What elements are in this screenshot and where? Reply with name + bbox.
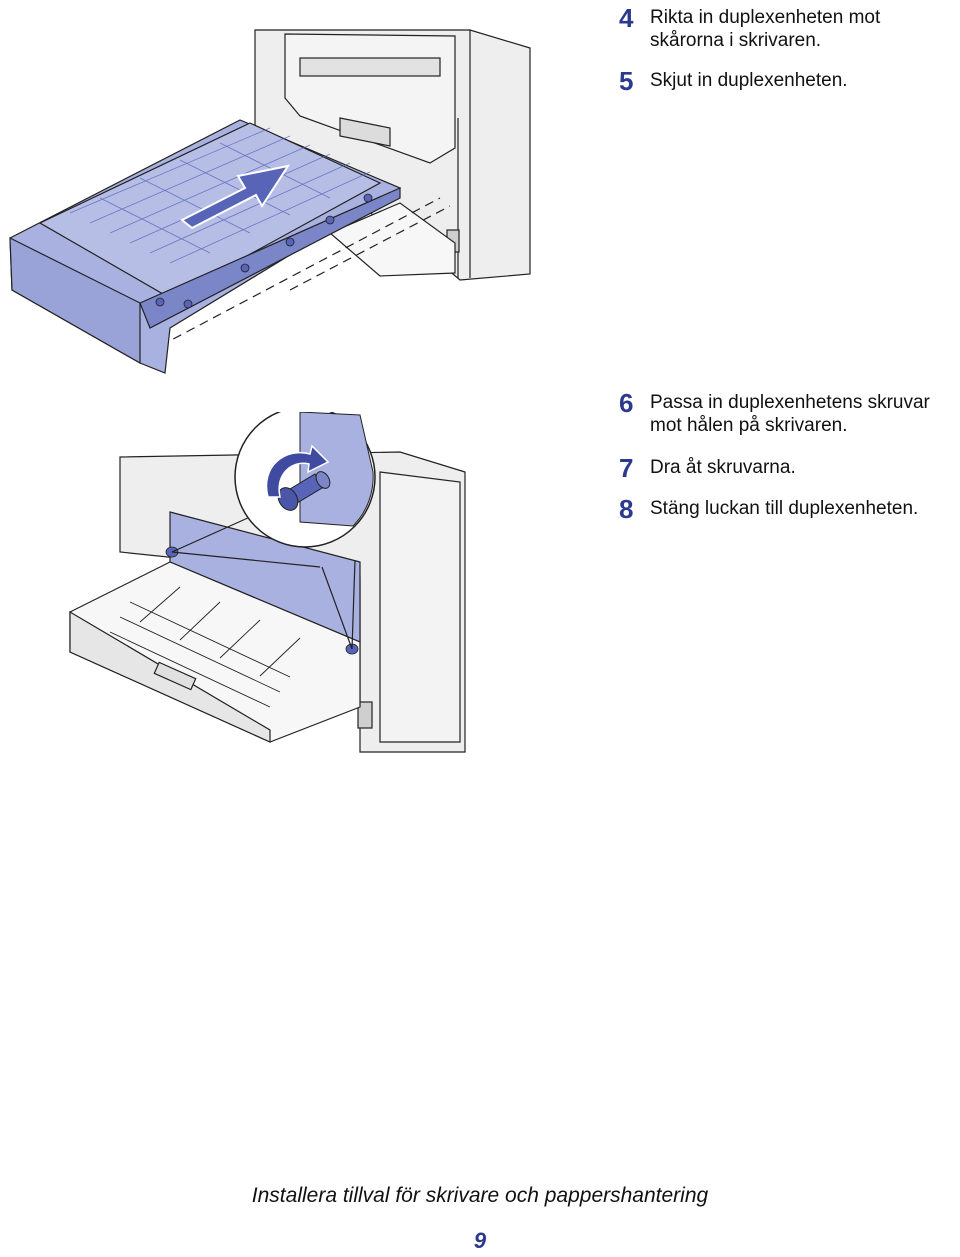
duplex-insert-illustration	[9, 29, 531, 374]
step-text-line: Dra åt skruvarna.	[650, 457, 796, 478]
screw-tighten-illustration	[69, 412, 466, 753]
step-text-line: skårorna i skrivaren.	[650, 30, 822, 51]
step-text-line: Stäng luckan till duplexenheten.	[650, 498, 919, 519]
step-number: 6	[619, 388, 634, 418]
step-number: 5	[619, 66, 634, 96]
step-number: 4	[619, 3, 634, 33]
step-text-line: Passa in duplexenhetens skruvar	[650, 392, 930, 413]
footer-title: Installera tillval för skrivare och papp…	[251, 1184, 709, 1207]
insert-arrow-icon	[180, 164, 291, 230]
step-text-line: Rikta in duplexenheten mot	[650, 7, 881, 28]
page-number: 9	[473, 1228, 487, 1253]
rotate-arrow-icon	[265, 444, 330, 498]
step-number: 7	[619, 453, 634, 483]
step-number: 8	[619, 494, 634, 524]
step-text-line: mot hålen på skrivaren.	[650, 415, 848, 436]
step-text-line: Skjut in duplexenheten.	[650, 70, 848, 91]
